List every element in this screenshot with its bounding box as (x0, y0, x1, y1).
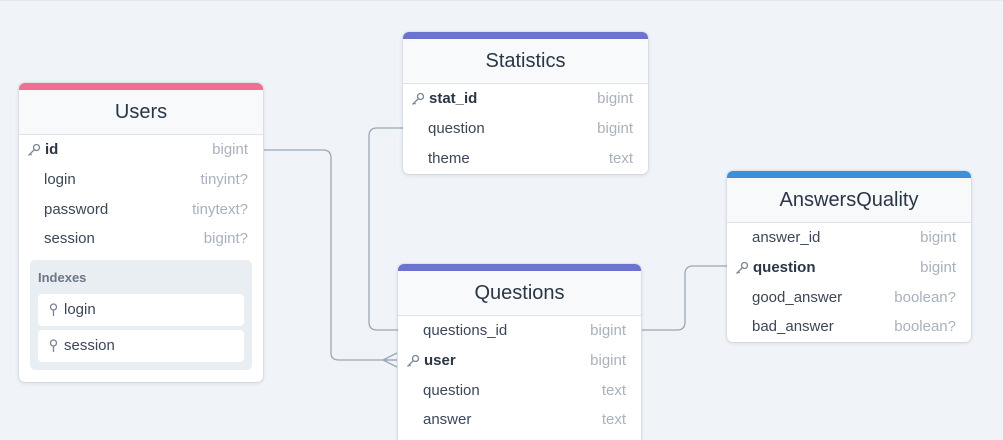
table-statistics-color-bar (403, 32, 648, 39)
field-type: bigint (597, 120, 633, 138)
index-item[interactable]: session (38, 329, 244, 362)
field-type: text (601, 381, 626, 399)
field-type: bigint (590, 322, 626, 340)
table-users-fields: id bigint login tinyint? password tinyte… (19, 135, 263, 254)
field-name: user (424, 352, 456, 370)
table-questions[interactable]: Questions questions_id bigint user bigin… (398, 264, 641, 440)
field-type: bigint? (203, 230, 248, 248)
indexes-title: Indexes (38, 269, 87, 285)
field-name: answer (423, 411, 472, 429)
table-answersquality[interactable]: AnswersQuality answer_id bigint question… (727, 171, 971, 342)
field-row[interactable]: question bigint (403, 114, 648, 144)
index-pin-icon (49, 303, 58, 316)
field-name: theme (428, 149, 470, 167)
table-users[interactable]: Users id bigint login tinyint? password … (19, 83, 263, 382)
table-answersquality-fields: answer_id bigint question bigint good_an… (727, 223, 971, 342)
table-questions-title[interactable]: Questions (398, 271, 641, 316)
table-questions-fields: questions_id bigint user bigint question… (398, 316, 641, 435)
table-statistics[interactable]: Statistics stat_id bigint question bigin… (403, 32, 648, 174)
field-type: text (601, 411, 626, 429)
field-row[interactable]: id bigint (19, 135, 263, 165)
key-icon (407, 354, 420, 367)
field-row[interactable]: question text (398, 375, 641, 405)
field-type: bigint (920, 259, 956, 277)
key-icon (412, 92, 425, 105)
field-row[interactable]: stat_id bigint (403, 84, 648, 114)
field-name: login (44, 171, 76, 189)
field-row[interactable]: answer_id bigint (727, 223, 971, 253)
field-name: session (44, 230, 95, 248)
indexes-panel: Indexes login session (30, 259, 252, 370)
field-row[interactable]: theme text (403, 143, 648, 173)
index-label: session (64, 337, 115, 355)
field-name: question (428, 120, 485, 138)
field-name: question (423, 381, 480, 399)
field-type: text (608, 149, 633, 167)
table-users-color-bar (19, 83, 263, 90)
field-type: bigint (212, 141, 248, 159)
field-type: bigint (920, 229, 956, 247)
index-item[interactable]: login (38, 293, 244, 326)
field-row[interactable]: login tinyint? (19, 165, 263, 195)
field-type: boolean? (894, 318, 956, 336)
index-pin-icon (49, 339, 58, 352)
crowfoot-icon (382, 352, 398, 368)
key-icon (28, 143, 41, 156)
table-users-title[interactable]: Users (19, 90, 263, 135)
table-answersquality-title[interactable]: AnswersQuality (727, 178, 971, 223)
field-name: bad_answer (752, 318, 834, 336)
field-row[interactable]: question bigint (727, 253, 971, 283)
field-name: questions_id (423, 322, 508, 340)
table-answersquality-color-bar (727, 171, 971, 178)
field-type: bigint (590, 352, 626, 370)
field-row[interactable]: answer text (398, 405, 641, 435)
field-name: password (44, 200, 109, 218)
field-row[interactable]: password tinytext? (19, 194, 263, 224)
field-row[interactable]: bad_answer boolean? (727, 312, 971, 342)
field-name: stat_id (429, 90, 478, 108)
field-row[interactable]: good_answer boolean? (727, 282, 971, 312)
canvas-top-border (0, 0, 1003, 1)
field-name: good_answer (752, 288, 843, 306)
field-row[interactable]: session bigint? (19, 224, 263, 254)
relation-users-questions[interactable] (264, 149, 397, 361)
field-type: bigint (597, 90, 633, 108)
index-label: login (64, 301, 96, 319)
field-row[interactable]: questions_id bigint (398, 316, 641, 346)
field-type: tinytext? (192, 200, 248, 218)
field-type: boolean? (894, 288, 956, 306)
field-name: question (753, 259, 816, 277)
key-icon (736, 261, 749, 274)
table-statistics-title[interactable]: Statistics (403, 39, 648, 84)
field-name: answer_id (752, 229, 821, 247)
table-questions-color-bar (398, 264, 641, 271)
relation-questions-answersquality[interactable] (642, 265, 727, 331)
field-row[interactable]: user bigint (398, 346, 641, 376)
field-type: tinyint? (200, 171, 248, 189)
field-name: id (45, 141, 59, 159)
table-statistics-fields: stat_id bigint question bigint theme tex… (403, 84, 648, 173)
